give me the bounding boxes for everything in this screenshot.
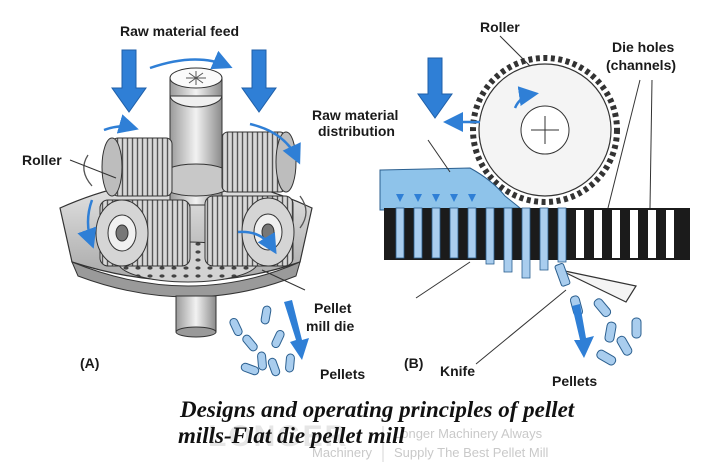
motion-lines-a [83,154,307,229]
feed-arrow-b [417,57,453,119]
leader-lines-b [415,35,653,365]
press-arrows [396,194,476,202]
lower-shaft [175,295,217,333]
label-pellet-mill-die-1: Pellet [314,300,352,316]
caption-line2: mills-Flat die pellet mill [178,423,405,448]
label-raw-material-distribution-1: Raw material [312,107,398,123]
panel-b: Roller Die holes (channels) Raw material… [312,19,690,389]
roller-front-left [95,199,191,267]
die-plate-bottom [71,261,301,298]
label-die-holes-2: (channels) [606,57,676,73]
rotation-arrows-a [77,50,301,255]
pellets-arrow-b [572,304,594,358]
label-raw-material-distribution-2: distribution [318,123,395,139]
watermark-logo: LONGER [208,420,348,453]
panel-a-id: (A) [80,355,99,371]
pellets-b [554,263,642,366]
flat-die [384,194,690,279]
watermark-line2b: Supply The Best Pellet Mill [394,445,548,460]
raw-material-layer [379,167,522,211]
label-die-holes-1: Die holes [612,39,674,55]
watermark: LONGER Longer Machinery Always Machinery… [208,420,548,462]
watermark-line2a: Machinery [312,445,372,460]
label-pellet-mill-die-2: mill die [306,318,354,334]
label-knife: Knife [440,363,475,379]
pellets-a [229,305,295,377]
leader-lines-a [69,159,306,291]
label-roller-a: Roller [22,152,62,168]
panel-b-id: (B) [404,355,423,371]
gear-roller [443,55,620,205]
caption: Designs and operating principles of pell… [178,397,575,448]
caption-line1: Designs and operating principles of pell… [179,397,575,422]
feed-arrow-left [111,49,147,113]
watermark-line1: Longer Machinery Always [394,426,543,441]
feed-arrow-right [241,49,277,113]
roller-front-right [204,195,295,267]
label-roller-b: Roller [480,19,520,35]
label-pellets-b: Pellets [552,373,597,389]
pellets-arrow-a [284,300,309,360]
roller-rear-left [101,137,173,197]
label-raw-material-feed: Raw material feed [120,23,239,39]
panel-a: Raw material feed Roller Pellet mill die… [22,23,365,382]
knife [559,269,637,303]
label-pellets-a: Pellets [320,366,365,382]
